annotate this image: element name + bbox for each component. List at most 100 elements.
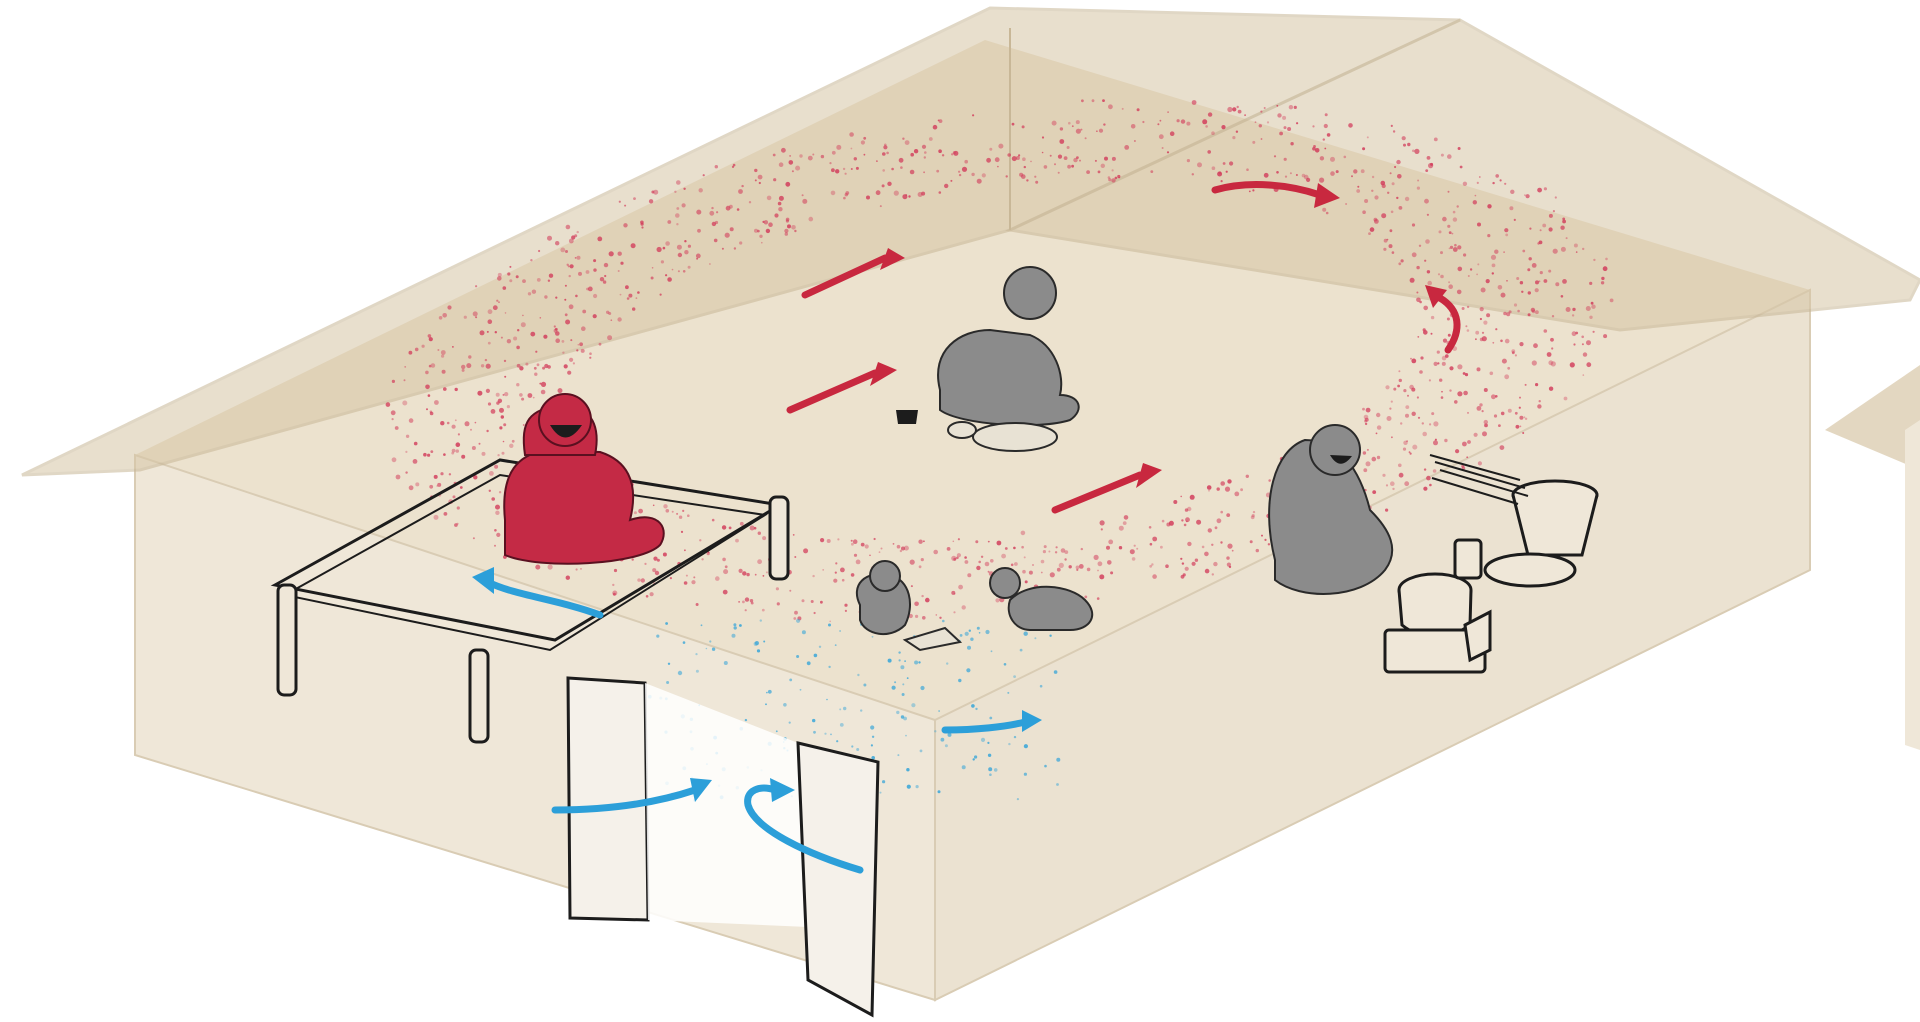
aerosol-particle (947, 547, 951, 551)
aerosol-particle (1177, 119, 1180, 122)
aerosol-particle (632, 307, 635, 310)
aerosol-particle (1108, 104, 1113, 109)
aerosol-particle (650, 592, 654, 596)
aerosol-particle (879, 551, 881, 553)
aerosol-particle (649, 199, 653, 203)
aerosol-particle (1484, 388, 1488, 392)
aerosol-particle (776, 587, 779, 590)
aerosol-particle (1477, 367, 1481, 371)
aerosol-particle (1562, 218, 1565, 221)
aerosol-particle (944, 184, 948, 188)
aerosol-particle (1400, 422, 1402, 424)
aerosol-particle (534, 367, 537, 370)
aerosol-particle (843, 168, 845, 170)
aerosol-particle (579, 342, 583, 346)
aerosol-particle (1549, 387, 1553, 391)
aerosol-particle (509, 279, 512, 282)
aerosol-particle (1391, 436, 1393, 438)
aerosol-particle (1261, 535, 1263, 537)
aerosol-particle (1326, 212, 1329, 215)
aerosol-particle (1001, 554, 1006, 559)
aerosol-particle (1438, 273, 1440, 275)
aerosol-particle (939, 119, 943, 123)
aerosol-particle (1581, 336, 1584, 339)
aerosol-particle (723, 569, 728, 574)
aerosol-particle (849, 132, 854, 137)
aerosol-particle (1429, 379, 1431, 381)
aerosol-particle (1264, 107, 1266, 109)
aerosol-particle (1312, 125, 1314, 127)
fresh-air-particle (970, 638, 973, 641)
fresh-air-particle (819, 646, 821, 648)
aerosol-particle (1160, 120, 1162, 122)
aerosol-particle (924, 156, 926, 158)
aerosol-particle (843, 197, 846, 200)
aerosol-particle (1086, 170, 1090, 174)
aerosol-particle (633, 197, 636, 200)
aerosol-particle (1364, 199, 1368, 203)
fresh-air-particle (938, 790, 941, 793)
aerosol-particle (641, 578, 645, 582)
aerosol-particle (953, 151, 956, 154)
aerosol-particle (792, 170, 794, 172)
aerosol-particle (1110, 571, 1113, 574)
aerosol-particle (1603, 266, 1608, 271)
aerosol-particle (1119, 526, 1124, 531)
aerosol-particle (1572, 308, 1575, 311)
aerosol-particle (1107, 560, 1112, 565)
aerosol-particle (1437, 351, 1440, 354)
aerosol-particle (1419, 245, 1421, 247)
aerosol-particle (1492, 264, 1496, 268)
aerosol-particle (472, 446, 476, 450)
fresh-air-particle (857, 674, 859, 676)
aerosol-particle (1591, 305, 1595, 309)
aerosol-particle (699, 539, 701, 541)
aerosol-particle (1434, 362, 1438, 366)
aerosol-particle (1165, 564, 1169, 568)
aerosol-particle (1056, 546, 1058, 548)
fresh-air-particle (902, 693, 905, 696)
aerosol-particle (779, 196, 784, 201)
aerosol-particle (1336, 170, 1339, 173)
aerosol-particle (921, 558, 924, 561)
aerosol-particle (1576, 251, 1578, 253)
aerosol-particle (864, 154, 866, 156)
fresh-air-particle (802, 630, 806, 634)
aerosol-particle (729, 527, 732, 530)
aerosol-particle (837, 538, 839, 540)
aerosol-particle (939, 191, 942, 194)
aerosol-particle (820, 538, 824, 542)
aerosol-particle (1583, 352, 1587, 356)
fresh-air-particle (974, 755, 977, 758)
aerosol-particle (988, 541, 990, 543)
aerosol-particle (442, 313, 447, 318)
aerosol-particle (392, 418, 394, 420)
aerosol-particle (1134, 140, 1136, 142)
aerosol-particle (914, 602, 919, 607)
aerosol-particle (1367, 449, 1369, 451)
aerosol-particle (554, 325, 556, 327)
aerosol-particle (1411, 359, 1416, 364)
aerosol-particle (1211, 544, 1213, 546)
aerosol-particle (1494, 414, 1497, 417)
aerosol-particle (574, 234, 577, 237)
aerosol-particle (663, 553, 667, 557)
aerosol-particle (911, 585, 913, 587)
aerosol-particle (1152, 574, 1157, 579)
aerosol-particle (1058, 155, 1062, 159)
fresh-air-particle (1034, 637, 1036, 639)
aerosol-particle (525, 363, 528, 366)
aerosol-particle (1067, 165, 1071, 169)
aerosol-particle (661, 260, 664, 263)
aerosol-particle (1068, 122, 1071, 125)
aerosol-particle (684, 240, 686, 242)
aerosol-particle (507, 405, 510, 408)
aerosol-particle (593, 314, 597, 318)
aerosol-particle (564, 364, 568, 368)
aerosol-particle (778, 202, 782, 206)
aerosol-particle (1192, 100, 1197, 105)
aerosol-particle (986, 158, 991, 163)
aerosol-particle (699, 188, 703, 192)
aerosol-particle (637, 578, 640, 581)
aerosol-particle (893, 543, 895, 545)
